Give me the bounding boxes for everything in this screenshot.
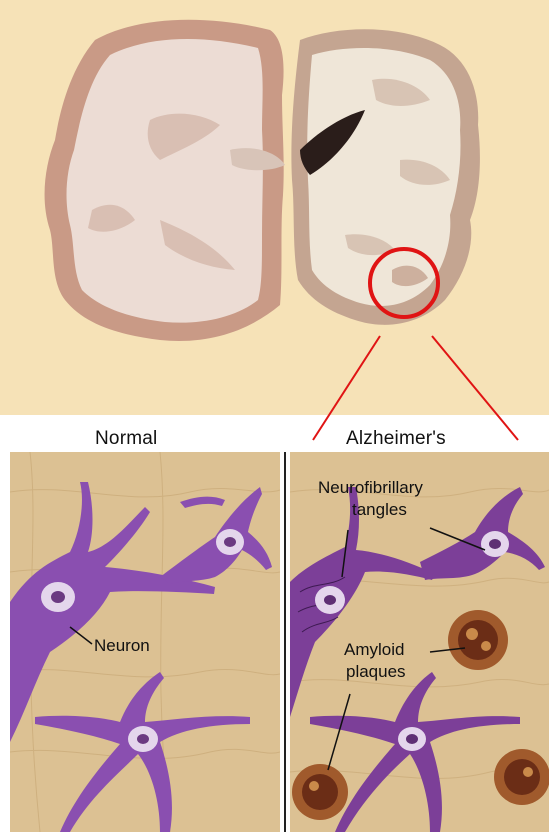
brain-sections-illustration: [0, 0, 549, 460]
normal-brain-section: [45, 20, 285, 341]
tangles-label-line2: tangles: [352, 500, 407, 520]
alzheimers-tissue-panel: Neurofibrillary tangles Amyloid plaques: [290, 452, 549, 832]
alzheimers-label: Alzheimer's: [346, 428, 446, 450]
normal-white-matter: [67, 39, 263, 323]
zoom-line-left: [313, 336, 380, 440]
plaques-label-line1: Amyloid: [344, 640, 404, 660]
normal-label: Normal: [95, 428, 157, 450]
neuron-label: Neuron: [94, 636, 150, 656]
brain-sections-panel: [0, 0, 549, 415]
normal-tissue-panel: Neuron: [10, 452, 280, 832]
amyloid-plaque-2: [292, 764, 348, 820]
amyloid-plaque-3: [494, 749, 549, 805]
tangles-label-line1: Neurofibrillary: [318, 478, 423, 498]
panel-divider: [284, 452, 286, 832]
amyloid-plaque-1: [448, 610, 508, 670]
alzheimers-neurons-illustration: [290, 452, 549, 832]
alzheimers-brain-section: [291, 29, 480, 325]
zoom-line-right: [432, 336, 518, 440]
plaques-label-line2: plaques: [346, 662, 406, 682]
